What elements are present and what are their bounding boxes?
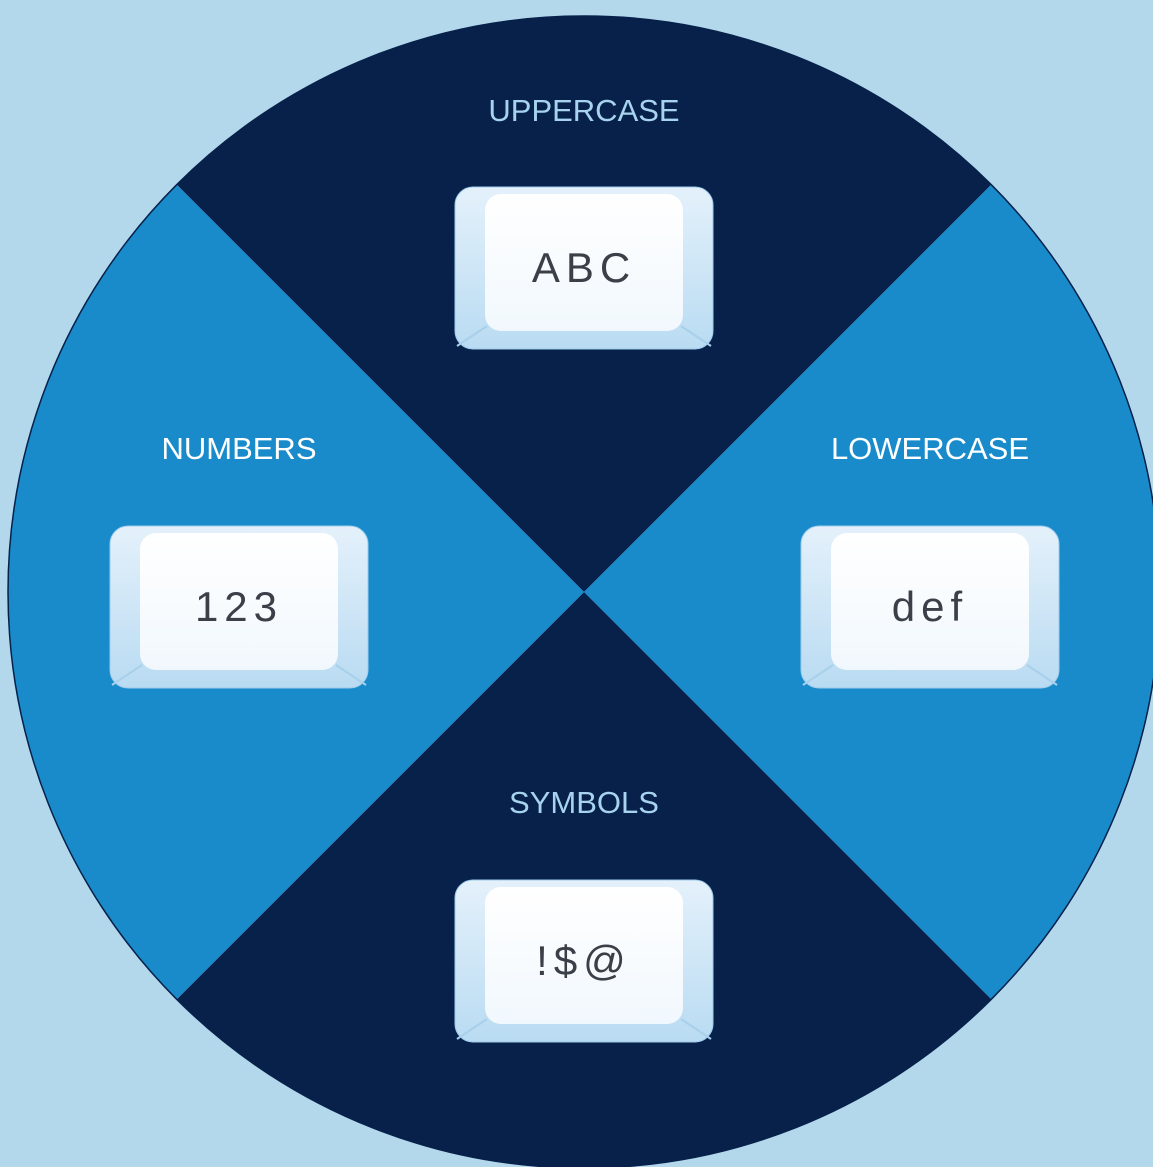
- symbols-label: SYMBOLS: [509, 785, 659, 820]
- symbols-key-glyph: !$@: [536, 937, 632, 984]
- lowercase-label: LOWERCASE: [831, 431, 1029, 466]
- lowercase-key[interactable]: def: [800, 525, 1060, 689]
- uppercase-label: UPPERCASE: [488, 93, 679, 128]
- symbols-key[interactable]: !$@: [454, 879, 714, 1043]
- numbers-key[interactable]: 123: [109, 525, 369, 689]
- uppercase-key-glyph: ABC: [532, 244, 636, 291]
- numbers-key-glyph: 123: [195, 583, 283, 630]
- lowercase-key-glyph: def: [892, 583, 968, 630]
- uppercase-key[interactable]: ABC: [454, 186, 714, 350]
- numbers-label: NUMBERS: [161, 431, 316, 466]
- wheel-outline: [7, 15, 1153, 1167]
